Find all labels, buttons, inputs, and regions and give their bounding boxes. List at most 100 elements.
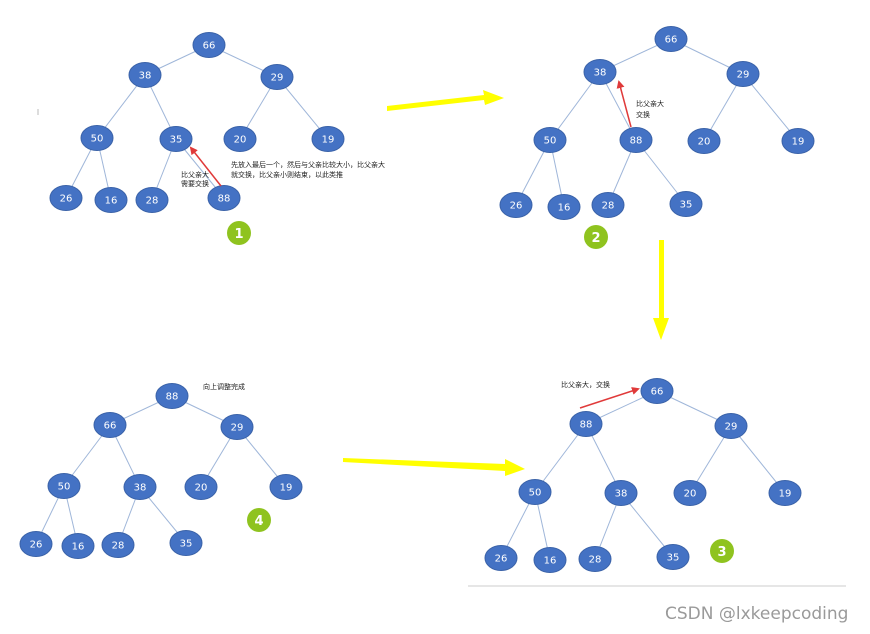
step-1-note-line: 需要交换 xyxy=(181,179,209,188)
heap-node-value: 88 xyxy=(166,392,179,403)
step-2-notes: 比父亲大 交换 xyxy=(616,80,664,128)
tree-edge xyxy=(534,423,587,493)
heap-node xyxy=(654,26,688,52)
heap-node-value: 29 xyxy=(737,70,750,81)
heap-node-value: 28 xyxy=(602,201,615,212)
heap-node xyxy=(155,383,189,409)
heap-node xyxy=(19,531,53,557)
heap-node xyxy=(80,125,114,151)
heap-node-value: 26 xyxy=(60,194,73,205)
heap-node-value: 26 xyxy=(30,540,43,551)
heap-node xyxy=(656,544,690,570)
heap-node-value: 38 xyxy=(594,68,607,79)
heap-node-value: 50 xyxy=(91,134,104,145)
step-3-swap-arrow xyxy=(579,387,640,409)
heap-node-value: 38 xyxy=(139,71,152,82)
heap-node-value: 35 xyxy=(180,539,193,550)
heap-node-value: 50 xyxy=(529,488,542,499)
heap-node xyxy=(484,545,518,571)
flow-arrow-2-to-3 xyxy=(653,240,669,340)
heap-node xyxy=(640,378,674,404)
heap-node-value: 35 xyxy=(680,200,693,211)
step-badges: 1 2 3 4 xyxy=(227,221,734,563)
heap-node xyxy=(123,474,157,500)
heap-node-value: 20 xyxy=(684,489,697,500)
heap-node-value: 19 xyxy=(792,137,805,148)
heap-node-value: 20 xyxy=(698,137,711,148)
heap-node xyxy=(569,411,603,437)
step-badge xyxy=(247,508,271,532)
heap-node xyxy=(669,191,703,217)
heap-node-value: 66 xyxy=(203,41,216,52)
step-badge-number: 1 xyxy=(234,227,243,242)
heap-node xyxy=(499,192,533,218)
heap-node xyxy=(311,126,345,152)
heap-node xyxy=(260,64,294,90)
step-4-notes: 向上调整完成 xyxy=(203,382,245,391)
tree-edge xyxy=(549,71,601,141)
heap-node-value: 29 xyxy=(271,73,284,84)
heap-node xyxy=(101,532,135,558)
heap-node xyxy=(128,62,162,88)
watermark: CSDN @lxkeepcoding xyxy=(665,604,848,624)
heap-node xyxy=(49,185,83,211)
heap-node-value: 38 xyxy=(615,489,628,500)
heap-node-value: 19 xyxy=(322,135,335,146)
heap-node xyxy=(94,187,128,213)
step-1-notes: 比父亲大 需要交换 先放入最后一个，然后与父亲比较大小，比父亲大 就交换，比父亲… xyxy=(181,146,385,188)
step-badge-number: 2 xyxy=(591,231,600,246)
step-1-swap-arrow xyxy=(189,146,222,187)
heap-node xyxy=(726,61,760,87)
step-1-note-line: 先放入最后一个，然后与父亲比较大小，比父亲大 xyxy=(231,160,385,169)
heap-node xyxy=(714,413,748,439)
flow-arrow-1-to-2 xyxy=(387,90,504,111)
heap-node xyxy=(169,530,203,556)
heap-node xyxy=(184,474,218,500)
heap-node-value: 35 xyxy=(170,135,183,146)
heap-node xyxy=(93,412,127,438)
step-badge xyxy=(584,225,608,249)
heap-node xyxy=(768,480,802,506)
heap-node-value: 26 xyxy=(510,201,523,212)
step-2-note-line: 交换 xyxy=(636,110,650,119)
heap-node-value: 35 xyxy=(667,553,680,564)
heap-node-value: 88 xyxy=(630,136,643,147)
heap-node-value: 16 xyxy=(558,203,571,214)
heap-node-value: 88 xyxy=(218,194,231,205)
heap-node-value: 50 xyxy=(58,482,71,493)
heap-node xyxy=(591,192,625,218)
step-badge xyxy=(710,539,734,563)
heap-node xyxy=(619,127,653,153)
step-2-note-line: 比父亲大 xyxy=(636,99,664,108)
heap-node xyxy=(533,127,567,153)
tree-edge xyxy=(742,73,799,142)
heap-node xyxy=(61,533,95,559)
heap-node xyxy=(269,474,303,500)
heap-node xyxy=(47,473,81,499)
step-3-note-line: 比父亲大，交换 xyxy=(561,380,610,389)
heap-node-value: 38 xyxy=(134,483,147,494)
heap-node xyxy=(673,480,707,506)
heap-node xyxy=(135,187,169,213)
heap-node-value: 29 xyxy=(231,423,244,434)
heap-node-value: 50 xyxy=(544,136,557,147)
heap-node-value: 20 xyxy=(195,483,208,494)
heap-node-value: 16 xyxy=(544,556,557,567)
heap-node-value: 26 xyxy=(495,554,508,565)
heap-node xyxy=(583,59,617,85)
heap-node-value: 66 xyxy=(651,387,664,398)
step-1-note-line: 就交换，比父亲小则结束，以此类推 xyxy=(231,170,343,179)
heap-node xyxy=(220,414,254,440)
heap-node-value: 20 xyxy=(234,135,247,146)
heap-node xyxy=(223,126,257,152)
heap-node-value: 28 xyxy=(589,555,602,566)
heap-node xyxy=(207,185,241,211)
heap-node xyxy=(604,480,638,506)
heap-node-value: 88 xyxy=(580,420,593,431)
flow-arrow-3-to-4 xyxy=(343,458,525,476)
heap-node xyxy=(533,547,567,573)
